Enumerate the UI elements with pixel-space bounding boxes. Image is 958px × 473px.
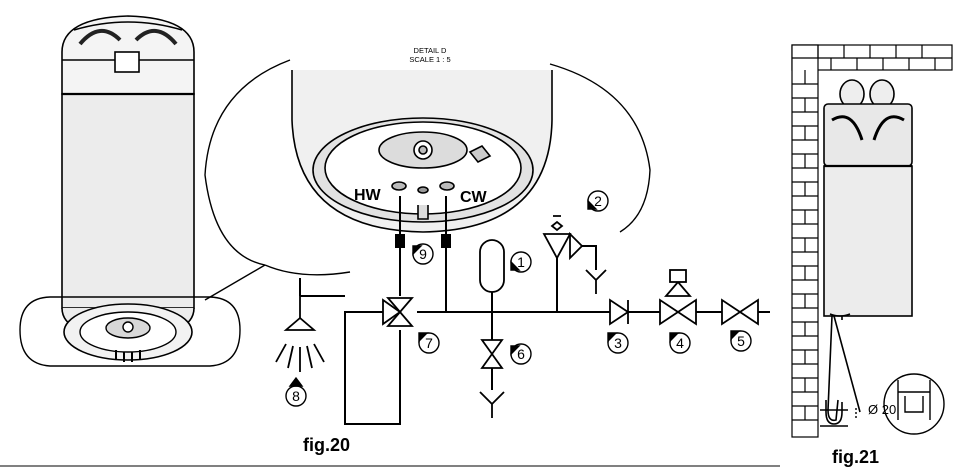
drain-valve <box>479 339 505 418</box>
check-valve <box>609 298 630 326</box>
callout-1: 1 <box>517 254 525 270</box>
water-heater-right <box>823 79 913 422</box>
callout-numbers: 1 2 3 4 5 6 7 8 9 <box>292 193 745 404</box>
tank-bottom-detail <box>291 70 553 233</box>
shower-head <box>275 296 325 372</box>
dimension-label: Ø 20 <box>868 402 896 417</box>
thermostatic-mixing-valve <box>382 297 414 327</box>
pressure-reducer <box>659 269 697 326</box>
detail-circle-left <box>19 264 266 367</box>
callout-8: 8 <box>292 388 300 404</box>
cw-label: CW <box>460 189 488 206</box>
callout-9: 9 <box>419 246 427 262</box>
drain-trap <box>820 400 848 427</box>
callout-2: 2 <box>594 193 602 209</box>
detail-title: DETAIL D <box>414 46 448 55</box>
hydraulic-piping <box>299 196 770 425</box>
callout-5: 5 <box>737 333 745 349</box>
brick-wall <box>791 44 953 438</box>
expansion-vessel <box>479 239 505 293</box>
dielectric-coupling-hw <box>395 234 405 248</box>
callout-4: 4 <box>676 335 684 351</box>
callout-markers <box>285 190 752 407</box>
figure-21-caption: fig.21 <box>832 447 879 467</box>
detail-d-bubble <box>204 59 651 276</box>
shutoff-valve <box>721 298 759 326</box>
detail-scale: SCALE 1 : 5 <box>409 55 450 64</box>
water-heater-left <box>61 15 195 339</box>
callout-6: 6 <box>517 346 525 362</box>
detail-circle-right <box>883 373 945 435</box>
figure-20-caption: fig.20 <box>303 435 350 455</box>
callout-7: 7 <box>425 335 433 351</box>
hw-label: HW <box>354 187 382 204</box>
safety-relief-valve <box>542 215 607 294</box>
dielectric-coupling-cw <box>441 234 451 248</box>
callout-3: 3 <box>614 335 622 351</box>
